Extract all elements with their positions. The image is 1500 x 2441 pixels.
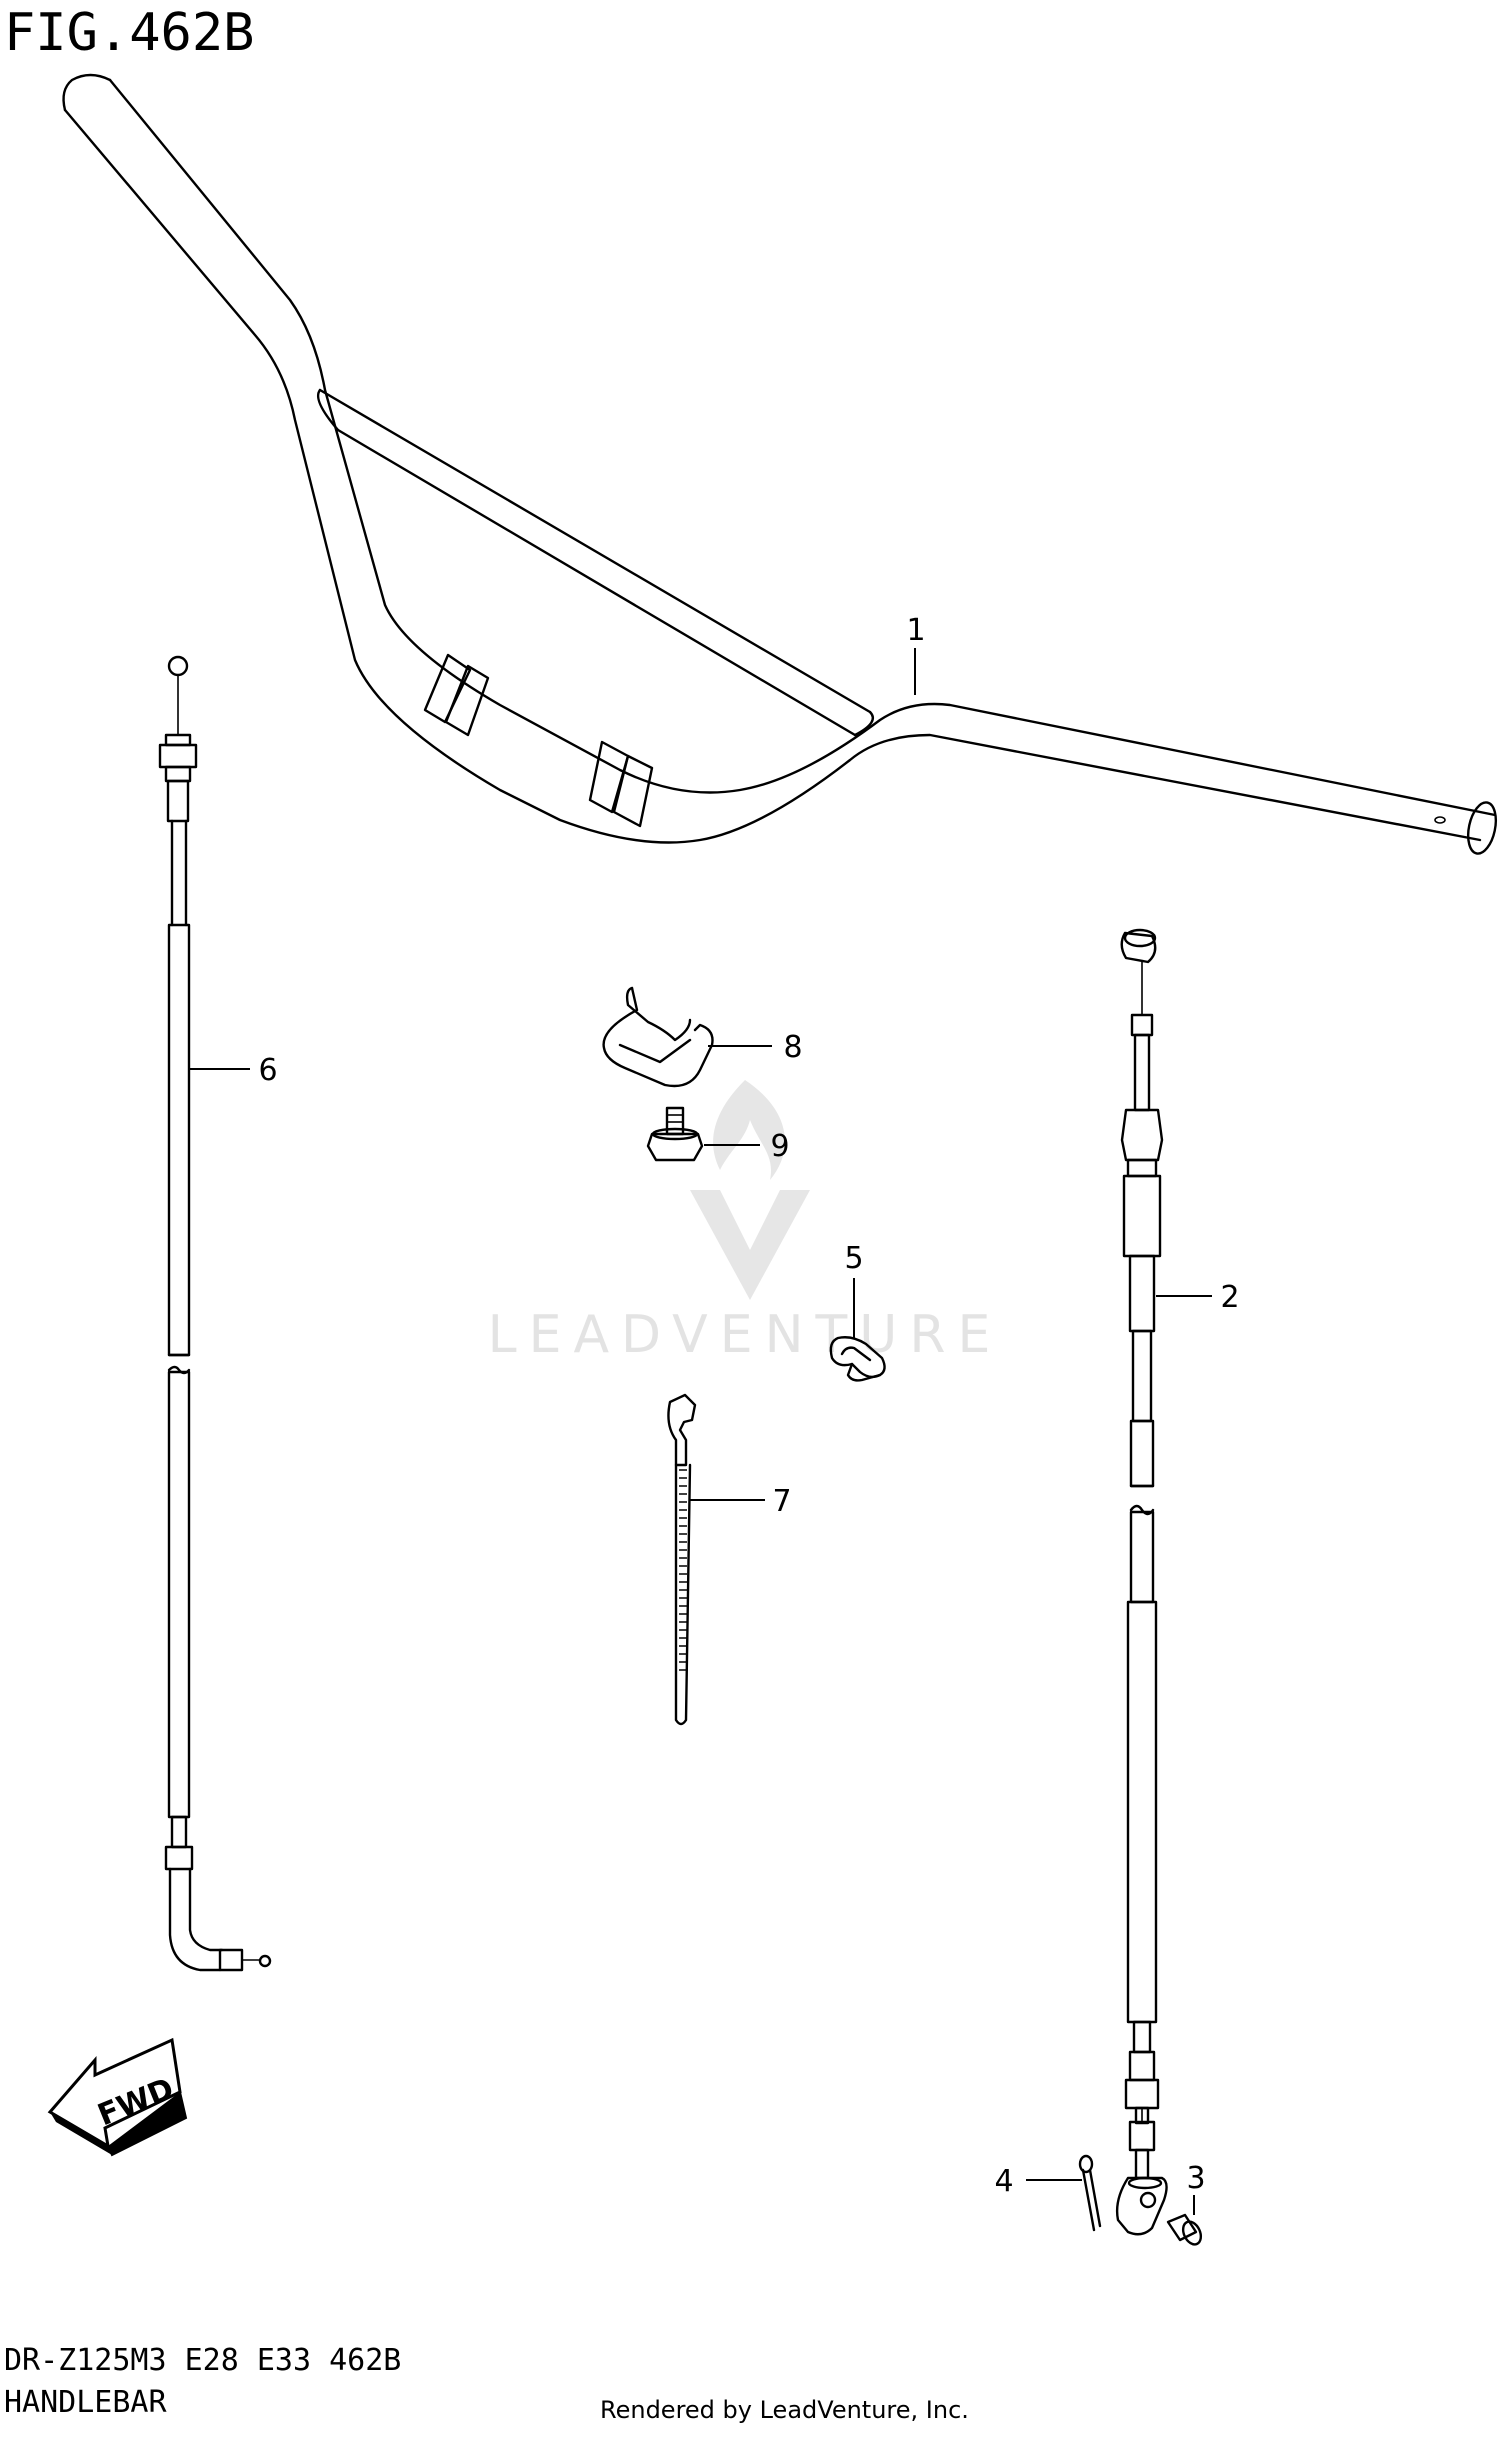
watermark-text: LEADVENTURE (488, 1305, 1003, 1365)
handlebar-part[interactable] (62, 73, 1500, 856)
model-line: DR-Z125M3 E28 E33 462B (4, 2343, 401, 2378)
bolt-part[interactable] (646, 1106, 760, 1162)
cable-tie-part[interactable] (667, 1393, 765, 1726)
cotter-pin-part[interactable] (1026, 2154, 1102, 2232)
callout-4: 4 (994, 2164, 1013, 2199)
section-name: HANDLEBAR (4, 2385, 167, 2420)
callout-6: 6 (258, 1053, 277, 1088)
callout-9: 9 (770, 1129, 789, 1164)
pin-part[interactable] (1166, 2195, 1204, 2247)
callout-1: 1 (906, 613, 925, 648)
watermark-logo: LEADVENTURE (488, 1080, 1003, 1365)
fwd-arrow-icon: FWD (47, 2037, 188, 2157)
figure-title: FIG.462B (4, 3, 254, 63)
callout-2: 2 (1220, 1280, 1239, 1315)
callout-3: 3 (1186, 2161, 1205, 2196)
clutch-cable-part[interactable] (1115, 928, 1212, 2236)
callout-7: 7 (772, 1484, 791, 1519)
knurl-left (423, 653, 490, 737)
render-credit: Rendered by LeadVenture, Inc. (600, 2396, 969, 2424)
callout-8: 8 (783, 1030, 802, 1065)
cable-clamp-part[interactable] (829, 1278, 886, 1382)
throttle-cable-part[interactable] (158, 655, 272, 1972)
cable-tie-teeth (679, 1469, 687, 1671)
knurl-right (588, 740, 654, 828)
callout-5: 5 (844, 1241, 863, 1276)
wire-clamp-part[interactable] (602, 986, 772, 1088)
